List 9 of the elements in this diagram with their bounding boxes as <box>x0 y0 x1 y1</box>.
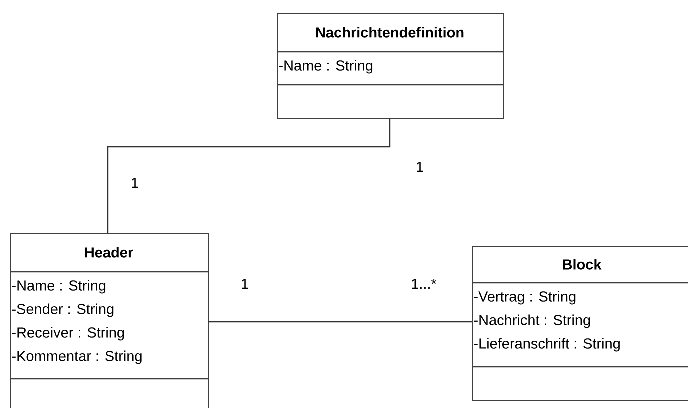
association-line <box>208 321 472 323</box>
multiplicity-label: 1 <box>417 162 424 172</box>
multiplicity-label: 1 <box>132 178 138 188</box>
multiplicity-label: 1 <box>242 279 248 289</box>
class-box: Block -Vertrag : String -Nachricht : String -Lieferanschrift : String <box>472 246 688 402</box>
association-line <box>107 118 391 233</box>
multiplicity-label: 1...* <box>412 279 437 289</box>
class-box: Header -Name : String -Sender : String -Receiver : String -Kommentar : String <box>10 233 210 408</box>
class-box: Nachrichtendefinition -Name : String <box>277 13 504 120</box>
